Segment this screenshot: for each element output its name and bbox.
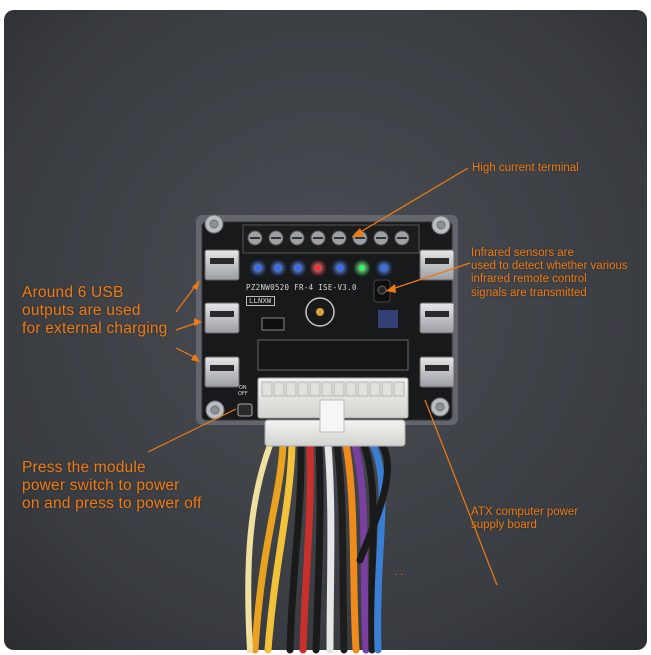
pcb-brand-label: LLNXW [246,296,275,306]
annotation-dots: . . [394,566,404,578]
annotation-arrowheads [191,228,396,362]
status-leds [249,259,393,277]
ir-sensor [373,279,391,303]
annotation-infrared-sensors: Infrared sensors are used to detect whet… [471,247,628,299]
wire-bundle [245,441,392,654]
screw-terminal-block [242,224,420,254]
atx-connector [257,339,409,447]
ic-chip [261,317,285,331]
usb-ports-left [204,249,240,388]
annotation-usb-outputs: Around 6 USB outputs are used for extern… [22,284,168,337]
mounting-screws [204,214,451,420]
ir-module-chip [378,310,398,328]
power-switch-button [237,403,253,417]
annotation-atx-board: ATX computer power supply board [471,506,579,532]
pcb-model-label: PZ2NW0520 FR-4 ISE-V3.0 [246,283,357,292]
annotation-leader-lines [147,167,498,586]
buzzer-center [316,308,324,316]
buzzer-outline [305,297,335,327]
switch-label: ON OFF [238,385,248,397]
annotation-high-current-terminal: High current terminal [472,162,579,174]
annotation-power-switch: Press the module power switch to power o… [22,459,202,512]
usb-ports-right [419,249,455,388]
